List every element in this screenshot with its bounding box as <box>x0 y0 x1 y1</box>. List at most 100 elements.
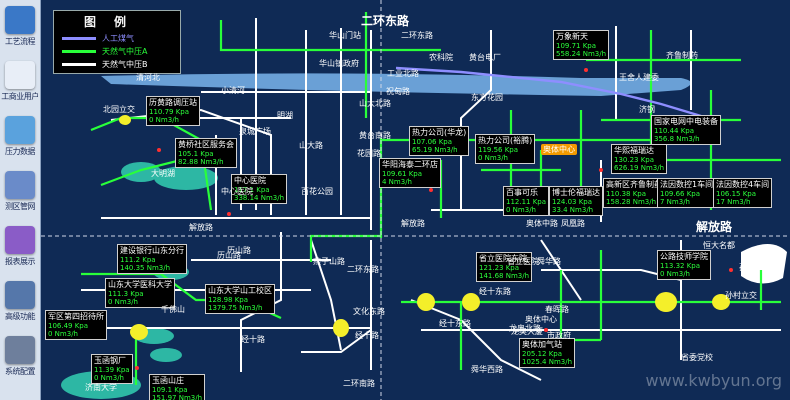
road-label: 解放路 <box>401 219 425 228</box>
station-pressure: 205.12 Kpa <box>522 350 563 358</box>
station-flow: 140.35 Nm3/h <box>120 264 171 272</box>
road-label: 春晖路 <box>545 305 569 314</box>
station-flow: 0 Nm3/h <box>478 154 508 162</box>
road-label: 济南大学 <box>85 383 117 392</box>
station-pressure: 111.2 Kpa <box>120 256 156 264</box>
sidebar-button-4[interactable]: 报表展示 <box>1 224 39 270</box>
station-name: 建设银行山东分行 <box>120 246 184 255</box>
station-pressure: 109.1 Kpa <box>152 386 188 394</box>
road-label: 华山镇政府 <box>319 59 359 68</box>
station-name: 历黄路调压站 <box>149 98 197 107</box>
sidebar-button-0[interactable]: 工艺流程 <box>1 4 39 50</box>
road-label: 文化东路 <box>353 307 385 316</box>
road-label: 奥体中心 <box>525 315 557 324</box>
road-label: 济钢 <box>639 105 655 114</box>
station-name: 法因数控4车间 <box>716 180 770 189</box>
station-name: 万象新天 <box>556 32 588 41</box>
station-flow: 141.68 Nm3/h <box>479 272 530 280</box>
gear-icon <box>5 281 35 309</box>
road-label: 千佛山 <box>161 305 185 314</box>
station-name: 博士伦福瑞达 <box>552 188 600 197</box>
station-pressure: 110.44 Kpa <box>654 127 695 135</box>
road-label: 经十路 <box>355 331 379 340</box>
road-label: 燕子山路 <box>313 257 345 266</box>
legend-title: 图例 <box>84 15 145 29</box>
road-label: 经十路 <box>241 335 265 344</box>
station-name: 公路技师学院 <box>660 252 708 261</box>
sidebar-label: 系统配置 <box>5 367 36 376</box>
legend-item-artificial-gas: 人工煤气 <box>62 33 134 43</box>
station-pressure: 117.1 Kpa <box>234 186 270 194</box>
station-flow: 151.97 Nm3/h <box>152 394 203 400</box>
road-label: 舜华路 <box>537 257 561 266</box>
road-label: 齐鲁制药 <box>666 51 698 60</box>
watermark: www.kwbyun.org <box>645 371 782 390</box>
road-label: 东方花园 <box>471 93 503 102</box>
road-label: 工业北路 <box>387 69 419 78</box>
legend-label: 人工煤气 <box>102 33 134 43</box>
sidebar-button-3[interactable]: 测区管网 <box>1 169 39 215</box>
road-label: 奥体中路 <box>526 219 558 228</box>
road-label: 王舍人建委 <box>619 73 659 82</box>
station-flow: 1379.75 Nm3/h <box>208 304 263 312</box>
road-label: 龙奥北路 <box>509 324 541 333</box>
road-label: 市政府 <box>547 331 571 340</box>
road-label: 凤凰路 <box>561 219 585 228</box>
road-label: 明湖 <box>277 111 293 120</box>
legend-item-natural-gas-b: 天然气中压B <box>62 59 148 69</box>
station-flow: 82.88 Nm3/h <box>178 158 224 166</box>
road-label: 黄台南路 <box>359 131 391 140</box>
road-label: 省立医院 <box>507 257 539 266</box>
station-name: 法因数控1车间 <box>660 180 714 189</box>
station-name: 国家电网中电装备 <box>654 117 718 126</box>
station-name: 百事可乐 <box>506 188 538 197</box>
road-label: 百花公园 <box>301 187 333 196</box>
station-name: 省立医院东院 <box>479 254 527 263</box>
station-pressure: 110.38 Kpa <box>606 190 647 198</box>
sidebar-button-1[interactable]: 工商业用户 <box>1 59 39 105</box>
road-label: 黄台电厂 <box>469 53 501 62</box>
station-flow: 558.24 Nm3/h <box>556 50 607 58</box>
station-pressure: 107.06 Kpa <box>412 138 453 146</box>
road-label: 大明湖 <box>151 169 175 178</box>
station-name: 玉函山庄 <box>152 376 184 385</box>
sidebar-label: 工商业用户 <box>1 92 39 101</box>
station-flow: 7 Nm3/h <box>660 198 690 206</box>
sidebar-label: 报表展示 <box>5 257 36 266</box>
station-flow: 0 Nm3/h <box>660 270 690 278</box>
legend-label: 天然气中压A <box>102 46 148 56</box>
station-pressure: 110.79 Kpa <box>149 108 190 116</box>
sidebar-button-2[interactable]: 压力数据 <box>1 114 39 160</box>
gauge-icon <box>5 116 35 144</box>
sidebar: 工艺流程工商业用户压力数据测区管网报表展示高级功能系统配置 <box>0 0 41 400</box>
sidebar-button-6[interactable]: 系统配置 <box>1 334 39 380</box>
area-title: 二环东路 <box>361 14 410 28</box>
legend: 图例 人工煤气 天然气中压A 天然气中压B <box>53 10 181 74</box>
station-name: 山东大学医科大学 <box>108 280 172 289</box>
sidebar-button-5[interactable]: 高级功能 <box>1 279 39 325</box>
